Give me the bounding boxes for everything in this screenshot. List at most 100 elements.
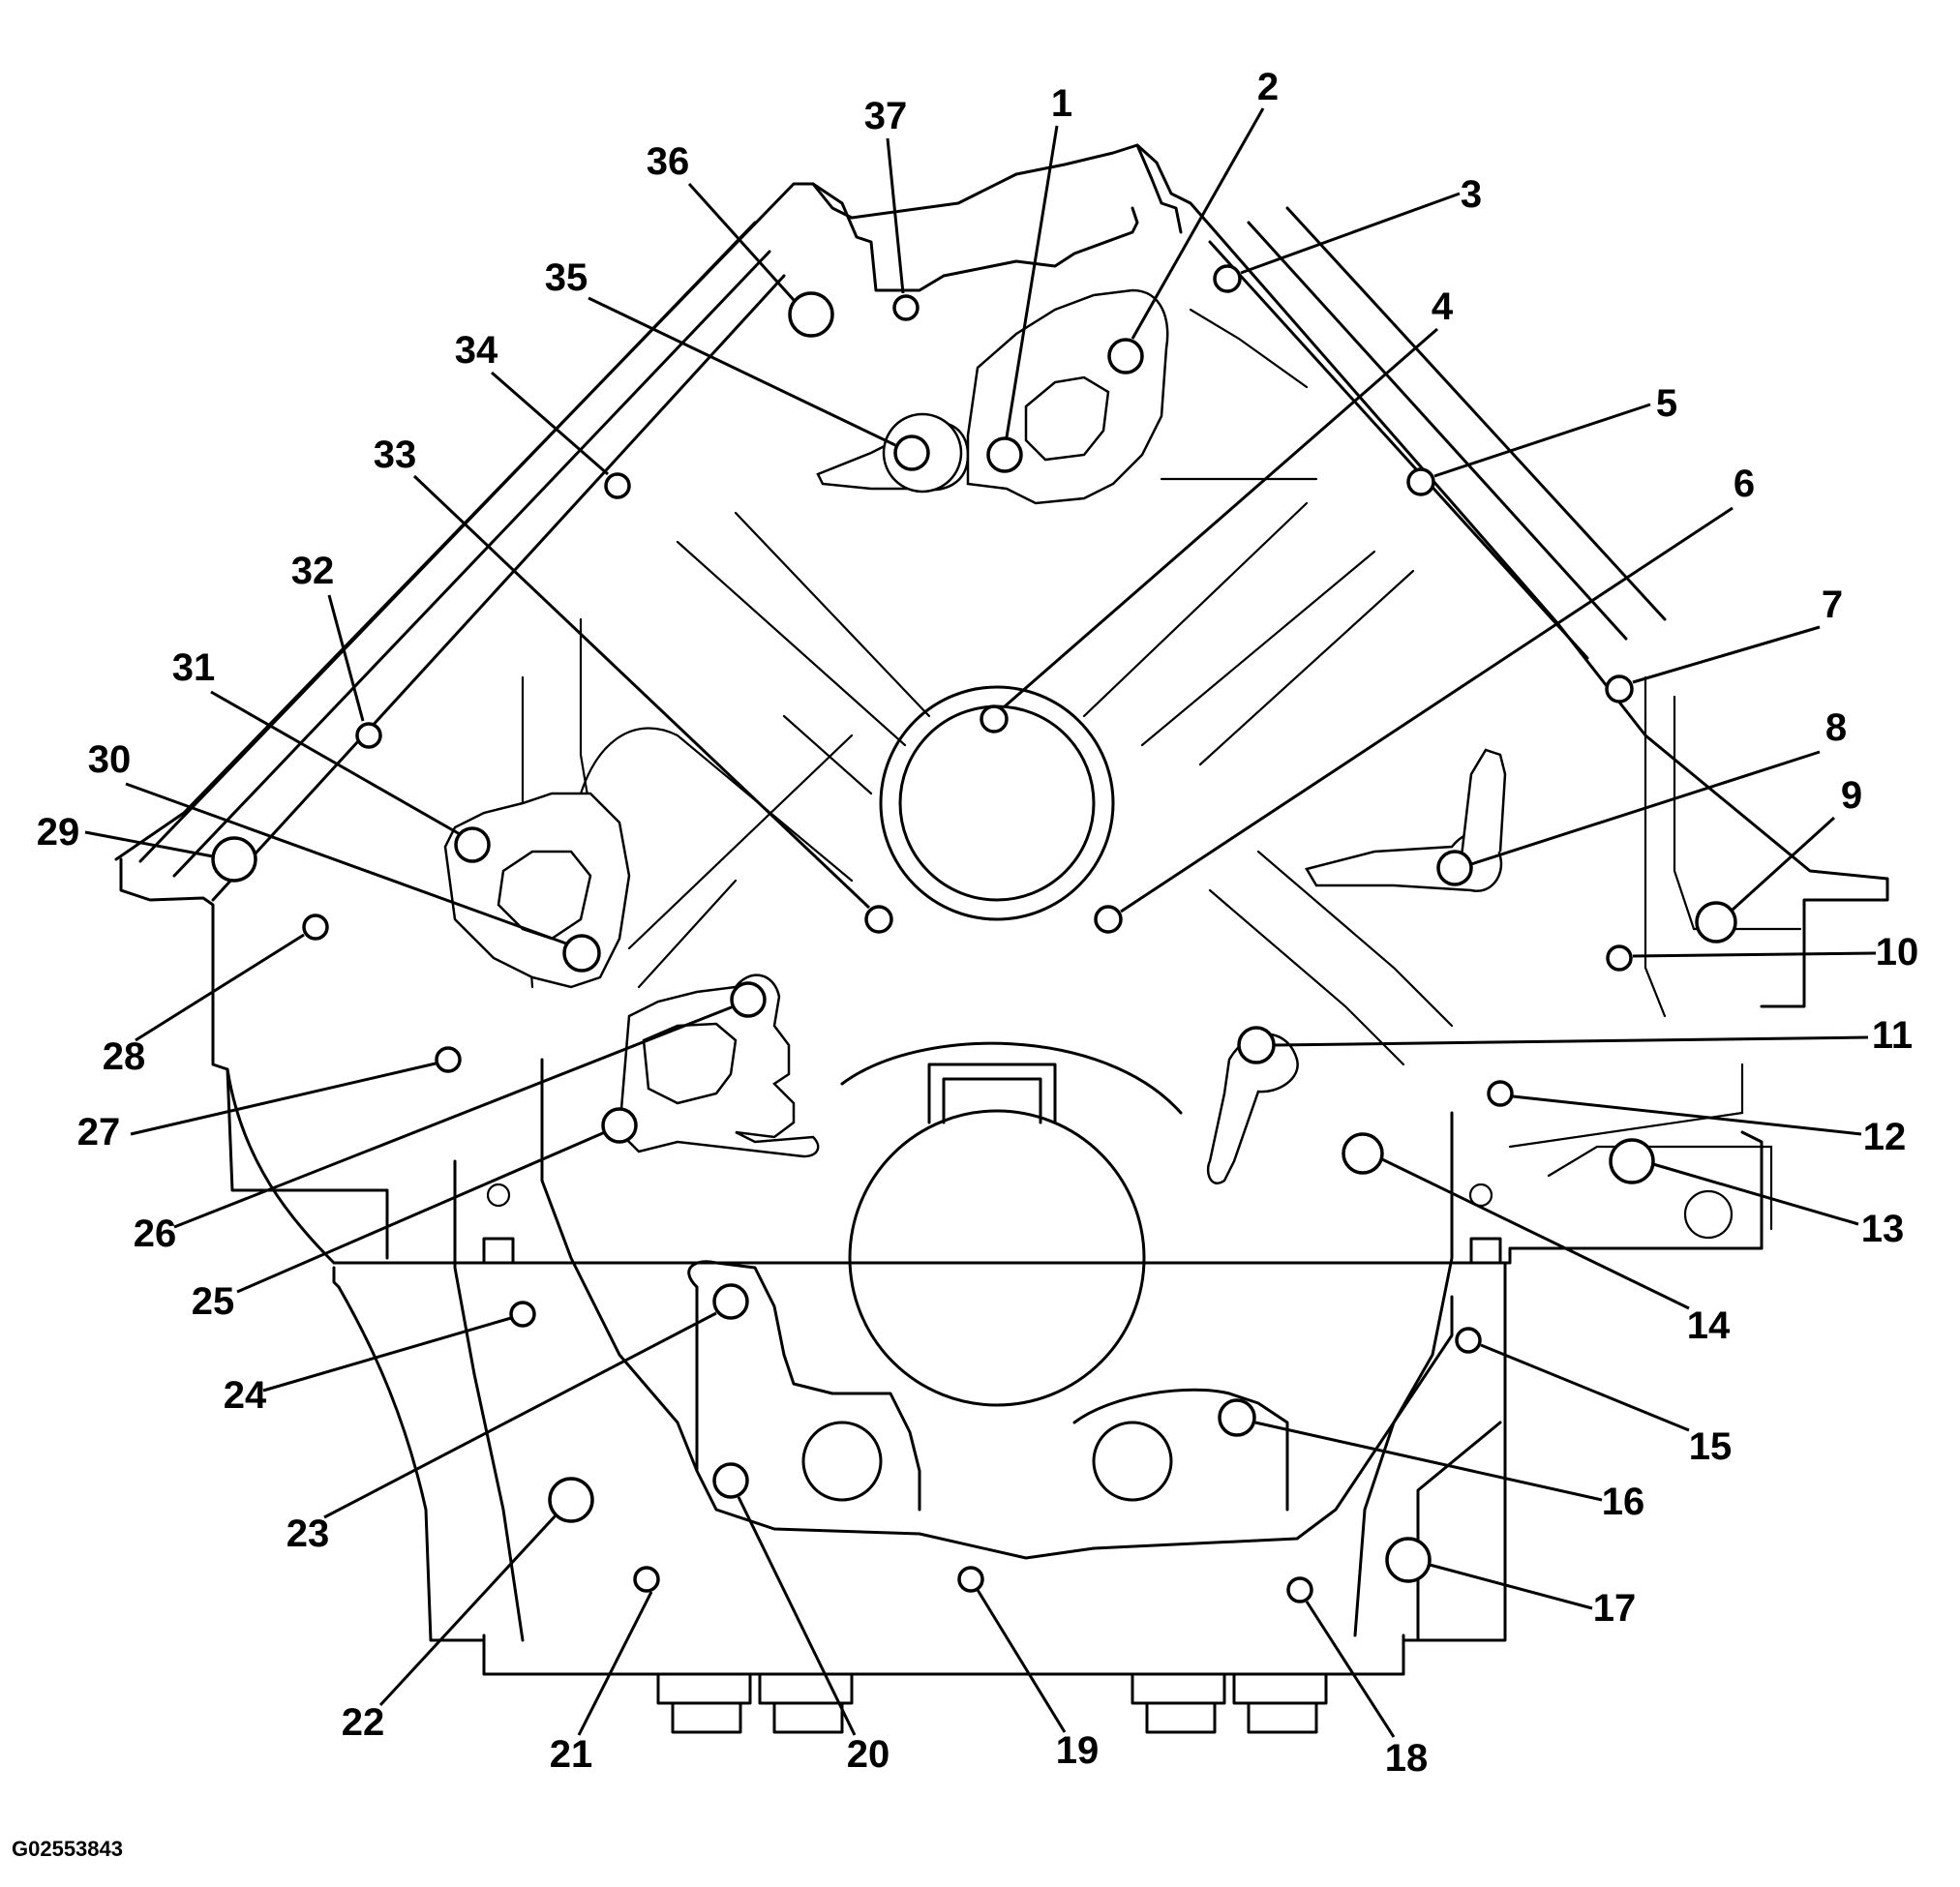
callout-16: 16 xyxy=(1602,1481,1645,1523)
oil-pan-bolts xyxy=(656,1672,1328,1734)
bolt-33 xyxy=(864,905,893,934)
bolt-32 xyxy=(355,722,382,749)
leader-line-31 xyxy=(210,690,461,836)
leader-line-17 xyxy=(1429,1563,1593,1610)
leader-line-23 xyxy=(323,1311,717,1519)
leader-line-13 xyxy=(1652,1162,1859,1226)
callout-6: 6 xyxy=(1734,463,1755,505)
bolt-8 xyxy=(1436,850,1473,886)
callout-10: 10 xyxy=(1876,931,1919,973)
leader-line-4 xyxy=(1004,327,1438,708)
leader-line-35 xyxy=(588,296,896,447)
leader-line-14 xyxy=(1381,1157,1690,1310)
callout-13: 13 xyxy=(1861,1208,1905,1250)
callout-33: 33 xyxy=(374,434,417,476)
bolt-14 xyxy=(1342,1132,1384,1175)
callout-37: 37 xyxy=(864,95,908,137)
leader-line-2 xyxy=(1131,107,1265,340)
bolt-16 xyxy=(1218,1398,1256,1437)
leader-line-21 xyxy=(577,1591,653,1736)
bolt-2 xyxy=(1107,338,1144,374)
callout-23: 23 xyxy=(286,1513,330,1555)
leader-line-12 xyxy=(1512,1094,1862,1136)
callout-30: 30 xyxy=(88,738,132,781)
callout-5: 5 xyxy=(1656,382,1677,425)
bolt-17 xyxy=(1385,1537,1432,1583)
leader-line-37 xyxy=(886,137,905,294)
leader-line-1 xyxy=(1005,125,1059,438)
bolt-18 xyxy=(1286,1576,1313,1603)
leader-line-36 xyxy=(687,182,796,302)
leader-line-8 xyxy=(1470,750,1821,866)
callout-31: 31 xyxy=(172,646,216,689)
callout-3: 3 xyxy=(1461,173,1482,216)
callout-36: 36 xyxy=(647,140,690,183)
callout-27: 27 xyxy=(77,1111,121,1153)
leader-line-25 xyxy=(236,1130,606,1294)
leader-line-27 xyxy=(130,1062,437,1136)
callout-26: 26 xyxy=(134,1213,177,1255)
callout-labels: 1 2 3 4 5 6 7 8 9 10 11 12 13 14 15 16 1… xyxy=(37,66,1919,1780)
leader-line-24 xyxy=(262,1316,512,1393)
leader-lines xyxy=(84,107,1877,1738)
bolt-24 xyxy=(509,1301,536,1328)
leader-line-20 xyxy=(737,1496,857,1736)
callout-22: 22 xyxy=(342,1701,385,1744)
callout-14: 14 xyxy=(1687,1304,1731,1347)
bolt-20 xyxy=(712,1462,749,1499)
callout-12: 12 xyxy=(1863,1116,1907,1158)
callout-15: 15 xyxy=(1689,1425,1733,1468)
leader-line-15 xyxy=(1480,1343,1690,1432)
bolt-4 xyxy=(980,704,1009,734)
leader-line-30 xyxy=(125,782,567,945)
callout-9: 9 xyxy=(1841,774,1862,817)
leader-line-16 xyxy=(1254,1421,1603,1502)
leader-line-29 xyxy=(84,830,214,858)
bolt-7 xyxy=(1605,674,1634,704)
callout-17: 17 xyxy=(1593,1587,1637,1630)
bolt-1 xyxy=(986,436,1023,473)
bolt-5 xyxy=(1406,467,1435,496)
callout-34: 34 xyxy=(455,329,498,372)
bolt-10 xyxy=(1606,944,1633,972)
bolt-19 xyxy=(957,1566,984,1593)
bolt-12 xyxy=(1487,1080,1514,1107)
leader-line-3 xyxy=(1240,192,1461,275)
leader-line-34 xyxy=(491,371,609,476)
bolt-25 xyxy=(601,1107,638,1144)
bolt-11 xyxy=(1237,1026,1276,1064)
leader-line-19 xyxy=(976,1589,1067,1733)
callout-25: 25 xyxy=(192,1280,235,1323)
bolt-6 xyxy=(1094,905,1123,934)
figure-code: G02553843 xyxy=(12,1837,123,1861)
bolt-15 xyxy=(1455,1327,1482,1354)
leader-line-28 xyxy=(135,933,305,1042)
leader-line-9 xyxy=(1731,816,1836,912)
block-outline xyxy=(114,143,1889,1734)
leader-line-11 xyxy=(1274,1035,1869,1047)
leader-line-32 xyxy=(327,594,365,722)
leader-line-6 xyxy=(1120,506,1734,914)
bolt-26 xyxy=(730,981,767,1018)
bolt-22 xyxy=(548,1477,594,1523)
callout-2: 2 xyxy=(1257,66,1279,108)
callout-4: 4 xyxy=(1432,285,1454,328)
callout-28: 28 xyxy=(103,1035,146,1078)
bolt-9 xyxy=(1695,901,1737,944)
callout-19: 19 xyxy=(1056,1729,1100,1772)
bolt-28 xyxy=(302,914,329,941)
bolt-35 xyxy=(893,434,930,471)
bolt-37 xyxy=(892,294,920,321)
bolt-3 xyxy=(1213,264,1242,293)
bolt-29 xyxy=(211,836,257,883)
leader-line-26 xyxy=(173,1004,735,1229)
bolt-23 xyxy=(712,1283,749,1320)
callout-21: 21 xyxy=(550,1733,593,1776)
leader-line-33 xyxy=(412,474,871,910)
leader-line-10 xyxy=(1632,951,1877,958)
leader-line-22 xyxy=(378,1513,558,1707)
callout-35: 35 xyxy=(545,256,588,299)
bolt-34 xyxy=(604,472,631,499)
leader-line-7 xyxy=(1632,625,1821,684)
callout-20: 20 xyxy=(847,1733,890,1776)
